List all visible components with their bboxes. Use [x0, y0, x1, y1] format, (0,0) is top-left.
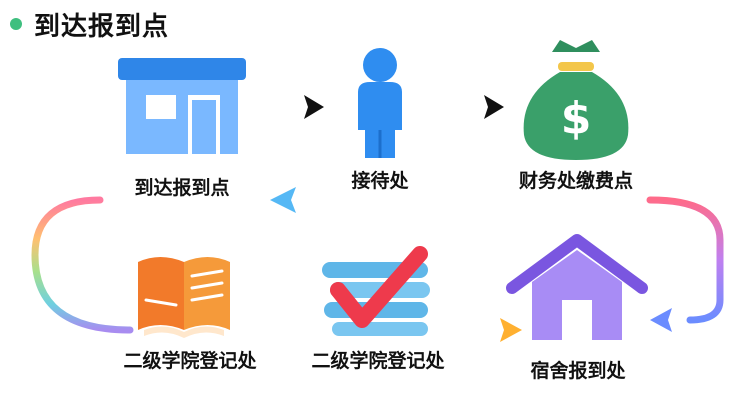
loop-arrowhead-dorm: [650, 308, 672, 332]
page-title: 到达报到点: [34, 11, 170, 42]
node-label-reception: 接待处: [351, 170, 409, 192]
books-checkmark-icon: [322, 246, 430, 336]
loop-connector-left: [31, 196, 134, 334]
node-label-college1: 二级学院登记处: [123, 350, 257, 372]
node-label-dorm: 宿舍报到处: [530, 360, 626, 382]
open-book-icon: [138, 257, 230, 338]
loop-connector-right: [646, 196, 724, 324]
arrowhead-arrival: [270, 187, 296, 213]
person-icon: [358, 48, 402, 158]
node-label-college2: 二级学院登记处: [311, 350, 445, 372]
arrow-arrival-to-reception-head: [304, 95, 324, 119]
building-icon: [118, 58, 246, 154]
svg-text:$: $: [561, 93, 592, 144]
node-label-finance: 财务处缴费点: [518, 170, 633, 192]
arrowhead-dorm-bottom: [500, 318, 522, 342]
bullet-dot-icon: [10, 18, 22, 30]
node-label-arrival: 到达报到点: [134, 177, 230, 199]
house-icon: [506, 234, 648, 340]
money-bag-icon: $: [523, 40, 629, 160]
header: 到达报到点: [10, 4, 169, 44]
arrow-reception-to-finance-head: [484, 95, 504, 119]
